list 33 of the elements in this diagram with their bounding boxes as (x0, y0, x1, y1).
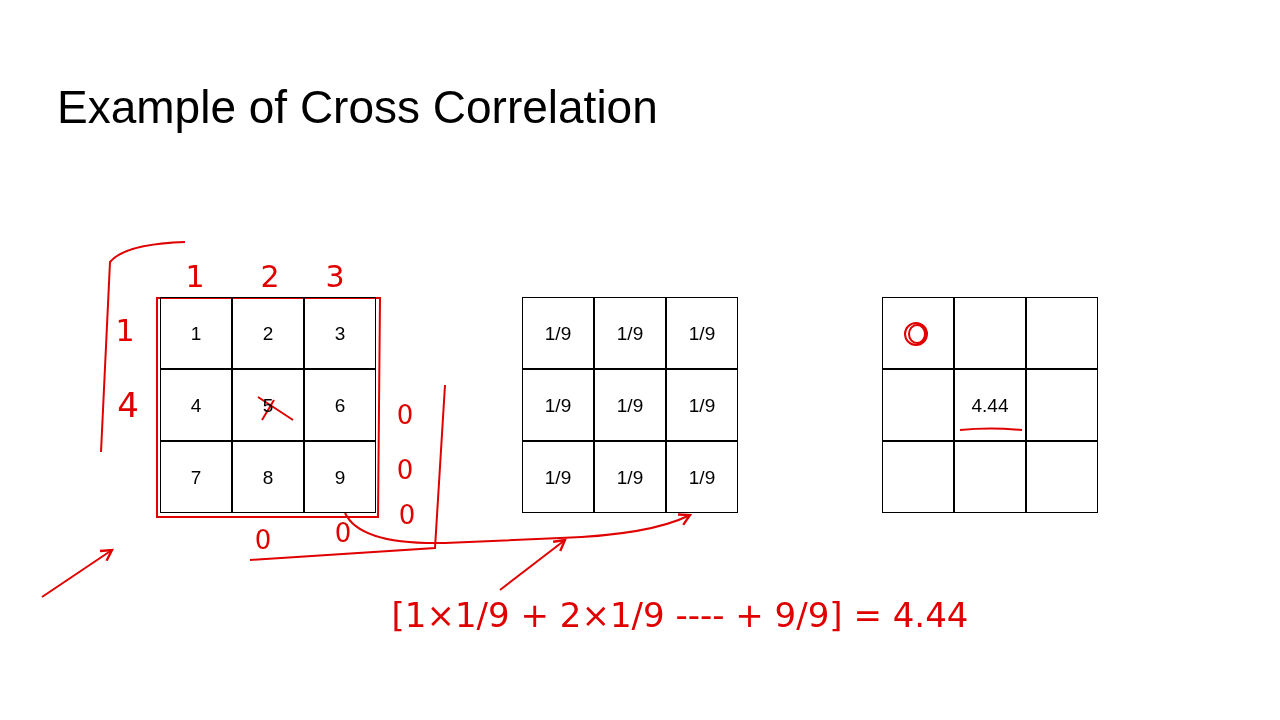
grid-table (882, 297, 1098, 513)
cell-value: 6 (334, 395, 346, 417)
cell-value: 8 (262, 467, 274, 489)
cell-value: 4.44 (971, 395, 1009, 417)
handwritten-number: 0 (254, 525, 272, 555)
handwritten-equation: [1×1/9 + 2×1/9 ---- + 9/9] = 4.44 (391, 595, 969, 635)
handwritten-number: 0 (396, 455, 414, 485)
cell-value: 9 (334, 467, 346, 489)
handwritten-number: 1 (185, 258, 205, 294)
cell-value: 7 (190, 467, 202, 489)
handwritten-number: 2 (260, 258, 280, 294)
cell-value: 1 (190, 323, 202, 345)
cell-value: 1/9 (688, 395, 716, 417)
handwritten-number: 0 (334, 518, 352, 548)
handwritten-number: 3 (325, 258, 345, 294)
cell-value: 3 (334, 323, 346, 345)
grid-table (522, 297, 738, 513)
cell-value: 1/9 (544, 323, 572, 345)
cell-value: 1/9 (688, 323, 716, 345)
handwritten-number: 4 (117, 385, 139, 425)
cell-value: 1/9 (616, 467, 644, 489)
cell-value: 4 (190, 395, 202, 417)
cell-value: 1/9 (544, 467, 572, 489)
handwritten-number: 1 (115, 312, 135, 348)
handwritten-number: 0 (398, 500, 416, 530)
curved-arrow (344, 512, 692, 545)
cell-value: 1/9 (688, 467, 716, 489)
cell-value: 1/9 (544, 395, 572, 417)
slide-title: Example of Cross Correlation (57, 80, 658, 134)
cell-value: 1/9 (616, 395, 644, 417)
cell-value: 1/9 (616, 323, 644, 345)
cell-value: 2 (262, 323, 274, 345)
handwritten-number: 0 (396, 400, 414, 430)
